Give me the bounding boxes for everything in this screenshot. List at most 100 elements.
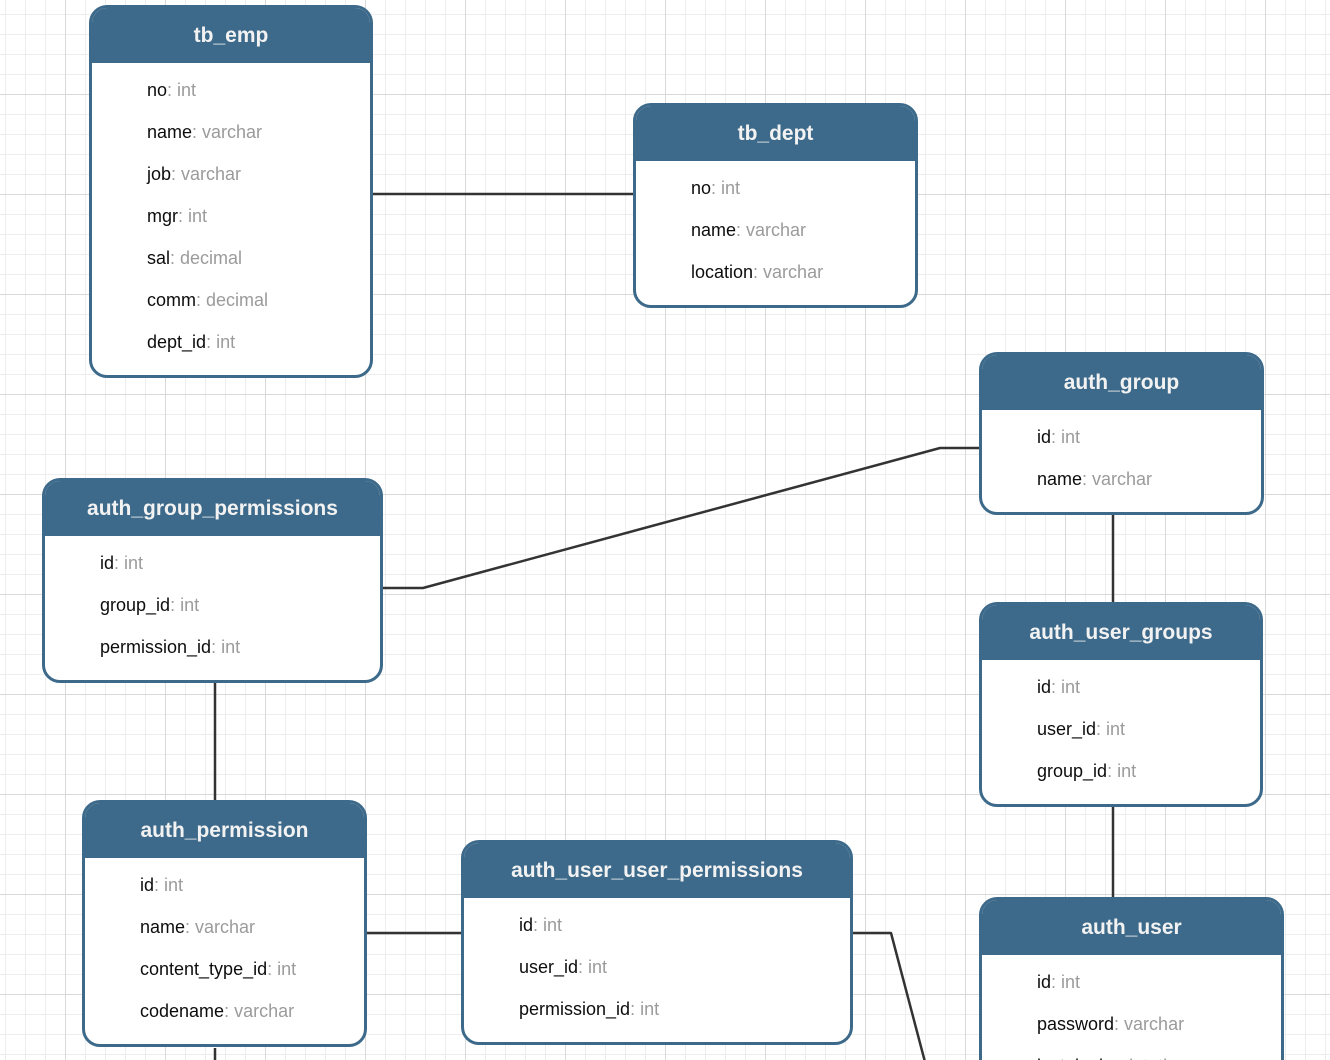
field-name: name bbox=[691, 220, 737, 240]
field-name: job bbox=[147, 164, 172, 184]
field-row: name: varchar bbox=[85, 906, 364, 948]
table-title: auth_permission bbox=[85, 803, 364, 858]
field-type: : varchar bbox=[185, 917, 256, 937]
field-name: no bbox=[147, 80, 168, 100]
relationship-auth_group_permissions-auth_group bbox=[378, 446, 985, 590]
field-name: permission_id bbox=[100, 637, 212, 657]
field-name: dept_id bbox=[147, 332, 207, 352]
field-row: id: int bbox=[85, 864, 364, 906]
field-row: content_type_id: int bbox=[85, 948, 364, 990]
field-type: : varchar bbox=[224, 1001, 295, 1021]
field-type: : varchar bbox=[736, 220, 807, 240]
field-name: id bbox=[1037, 677, 1052, 697]
field-name: group_id bbox=[100, 595, 171, 615]
field-name: sal bbox=[147, 248, 171, 268]
field-name: id bbox=[140, 875, 155, 895]
field-name: no bbox=[691, 178, 712, 198]
field-type: : decimal bbox=[170, 248, 243, 268]
field-row: group_id: int bbox=[45, 584, 380, 626]
field-row: codename: varchar bbox=[85, 990, 364, 1032]
field-row: id: int bbox=[982, 666, 1260, 708]
field-type: : int bbox=[1051, 677, 1081, 697]
field-row: mgr: int bbox=[92, 195, 370, 237]
field-name: content_type_id bbox=[140, 959, 268, 979]
field-name: codename bbox=[140, 1001, 225, 1021]
field-name: mgr bbox=[147, 206, 178, 226]
field-name: comm bbox=[147, 290, 196, 310]
field-row: dept_id: int bbox=[92, 321, 370, 363]
field-type: : varchar bbox=[753, 262, 824, 282]
field-type: : decimal bbox=[196, 290, 269, 310]
field-type: : int bbox=[167, 80, 197, 100]
field-name: user_id bbox=[519, 957, 579, 977]
field-name: id bbox=[1037, 972, 1052, 992]
field-type: : int bbox=[1107, 761, 1137, 781]
field-name: user_id bbox=[1037, 719, 1097, 739]
field-row: sal: decimal bbox=[92, 237, 370, 279]
field-row: permission_id: int bbox=[45, 626, 380, 668]
field-type: : int bbox=[178, 206, 208, 226]
field-row: permission_id: int bbox=[464, 988, 850, 1030]
table-title: auth_group_permissions bbox=[45, 481, 380, 536]
field-type: : datetime bbox=[1113, 1056, 1192, 1060]
table-title: auth_user_user_permissions bbox=[464, 843, 850, 898]
field-row: id: int bbox=[464, 904, 850, 946]
relationship-auth_user_user_permissions-offscreen-bottom-right bbox=[848, 931, 926, 1060]
table-title: tb_dept bbox=[636, 106, 915, 161]
field-type: : varchar bbox=[171, 164, 242, 184]
field-name: location bbox=[691, 262, 754, 282]
field-row: location: varchar bbox=[636, 251, 915, 293]
field-row: no: int bbox=[636, 167, 915, 209]
table-auth_user_user_permissions[interactable]: auth_user_user_permissions id: int user_i… bbox=[461, 840, 853, 1045]
field-name: id bbox=[100, 553, 115, 573]
field-type: : int bbox=[1051, 972, 1081, 992]
field-type: : varchar bbox=[1082, 469, 1153, 489]
field-row: password: varchar bbox=[982, 1003, 1281, 1045]
field-type: : int bbox=[1096, 719, 1126, 739]
field-row: job: varchar bbox=[92, 153, 370, 195]
field-name: id bbox=[1037, 427, 1052, 447]
field-type: : int bbox=[533, 915, 563, 935]
field-row: comm: decimal bbox=[92, 279, 370, 321]
table-title: auth_user bbox=[982, 900, 1281, 955]
table-title: auth_group bbox=[982, 355, 1261, 410]
field-row: group_id: int bbox=[982, 750, 1260, 792]
field-row: no: int bbox=[92, 69, 370, 111]
field-row: name: varchar bbox=[636, 209, 915, 251]
field-name: name bbox=[147, 122, 193, 142]
field-type: : varchar bbox=[1114, 1014, 1185, 1034]
field-row: name: varchar bbox=[92, 111, 370, 153]
field-name: password bbox=[1037, 1014, 1115, 1034]
field-row: id: int bbox=[982, 416, 1261, 458]
field-name: group_id bbox=[1037, 761, 1108, 781]
field-name: permission_id bbox=[519, 999, 631, 1019]
table-title: auth_user_groups bbox=[982, 605, 1260, 660]
field-row: user_id: int bbox=[982, 708, 1260, 750]
field-row: name: varchar bbox=[982, 458, 1261, 500]
field-name: last_login bbox=[1037, 1056, 1113, 1060]
field-type: : int bbox=[206, 332, 236, 352]
field-row: last_login: datetime bbox=[982, 1045, 1281, 1060]
field-type: : int bbox=[630, 999, 660, 1019]
field-type: : int bbox=[114, 553, 144, 573]
field-row: id: int bbox=[45, 542, 380, 584]
field-name: name bbox=[140, 917, 186, 937]
field-name: name bbox=[1037, 469, 1083, 489]
field-type: : int bbox=[211, 637, 241, 657]
